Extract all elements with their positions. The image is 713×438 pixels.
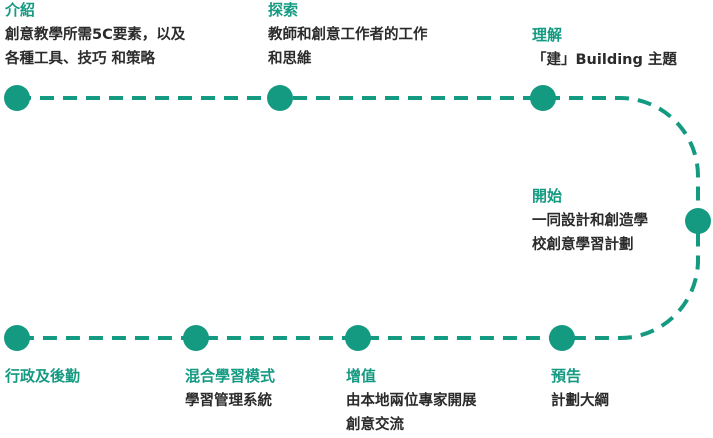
node-dot-1: [4, 85, 30, 111]
step-blended-learning: 混合學習模式 學習管理系統: [185, 366, 275, 413]
step-understand: 理解 「建」Building 主題: [532, 25, 677, 72]
step-title: 混合學習模式: [185, 367, 276, 385]
node-dot-8: [4, 325, 30, 351]
step-title: 理解: [532, 26, 563, 44]
node-dot-7: [183, 325, 209, 351]
step-title: 行政及後勤: [5, 367, 81, 385]
step-description-line: 校創意學習計劃: [532, 237, 634, 253]
step-begin: 開始 一同設計和創造學 校創意學習計劃: [532, 186, 648, 257]
step-description: 學習管理系統: [185, 389, 275, 413]
step-description-line: 學習管理系統: [185, 393, 272, 409]
node-dot-6: [345, 325, 371, 351]
node-dot-4: [685, 208, 711, 234]
step-title: 預告: [551, 367, 582, 385]
step-description-line: 各種工具、技巧 和策略: [5, 51, 156, 67]
step-description-line: 「建」Building 主題: [532, 52, 677, 68]
step-description: 由本地兩位專家開展 創意交流: [346, 389, 477, 437]
step-enrich: 增值 由本地兩位專家開展 創意交流: [346, 366, 477, 437]
step-description: 計劃大綱: [551, 389, 609, 413]
node-dot-2: [267, 85, 293, 111]
step-explore: 探索 教師和創意工作者的工作 和思維: [268, 0, 428, 71]
step-description: 「建」Building 主題: [532, 48, 677, 72]
node-dot-5: [549, 325, 575, 351]
step-description-line: 計劃大綱: [551, 393, 609, 409]
step-admin-logistics: 行政及後勤: [5, 366, 80, 386]
step-introduce: 介紹 創意教學所需5C要素，以及 各種工具、技巧 和策略: [5, 0, 185, 71]
step-title: 介紹: [5, 1, 36, 19]
step-preview: 預告 計劃大綱: [551, 366, 609, 413]
step-description-line: 和思維: [268, 51, 312, 67]
step-description-line: 一同設計和創造學: [532, 213, 648, 229]
step-description-line: 創意教學所需5C要素，以及: [5, 27, 186, 43]
step-title: 探索: [268, 1, 299, 19]
node-dot-3: [530, 85, 556, 111]
step-description-line: 創意交流: [346, 417, 404, 433]
step-description-line: 教師和創意工作者的工作: [268, 27, 428, 43]
step-description-line: 由本地兩位專家開展: [346, 393, 477, 409]
step-description: 教師和創意工作者的工作 和思維: [268, 23, 428, 71]
step-title: 開始: [532, 187, 563, 205]
step-description: 一同設計和創造學 校創意學習計劃: [532, 209, 648, 257]
step-description: 創意教學所需5C要素，以及 各種工具、技巧 和策略: [5, 23, 185, 71]
step-title: 增值: [346, 367, 377, 385]
